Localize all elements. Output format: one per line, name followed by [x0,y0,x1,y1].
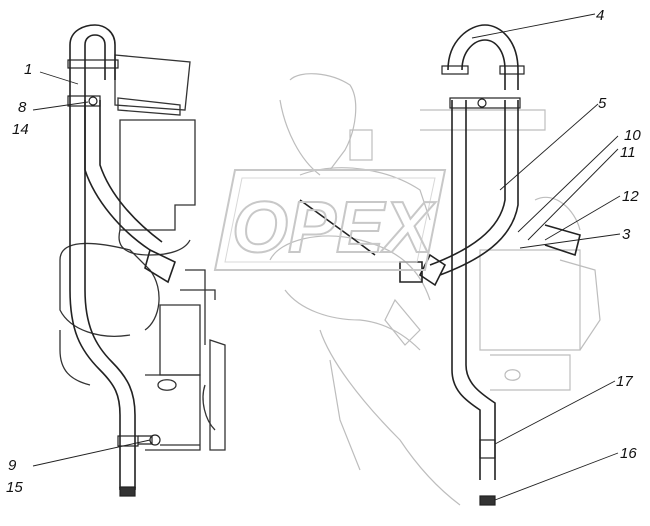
callout-12: 12 [622,188,639,205]
callout-9: 9 [8,457,17,474]
leader-lines [32,13,621,501]
left-pipe [69,24,176,494]
callout-labels: 1 8 14 4 5 10 11 12 3 17 16 9 15 [6,7,641,496]
callout-17: 17 [616,373,633,390]
callout-5: 5 [598,95,607,112]
callout-1: 1 [24,61,32,78]
clamp-bolt [88,96,98,106]
callout-4: 4 [596,7,604,24]
callout-14: 14 [12,121,29,138]
callout-15: 15 [6,479,23,496]
clamp-bolt [477,98,487,108]
callout-8: 8 [18,99,27,116]
right-pipe [299,24,581,480]
watermark-text: OPEX [232,188,436,268]
callout-11: 11 [620,144,636,161]
watermark: OPEX [213,169,447,271]
engine-background [269,73,601,506]
right-clamps [441,65,525,506]
left-engine-block [59,54,226,451]
callout-16: 16 [620,445,637,462]
left-clamps [67,59,161,497]
callout-10: 10 [624,127,641,144]
callout-3: 3 [622,226,631,243]
